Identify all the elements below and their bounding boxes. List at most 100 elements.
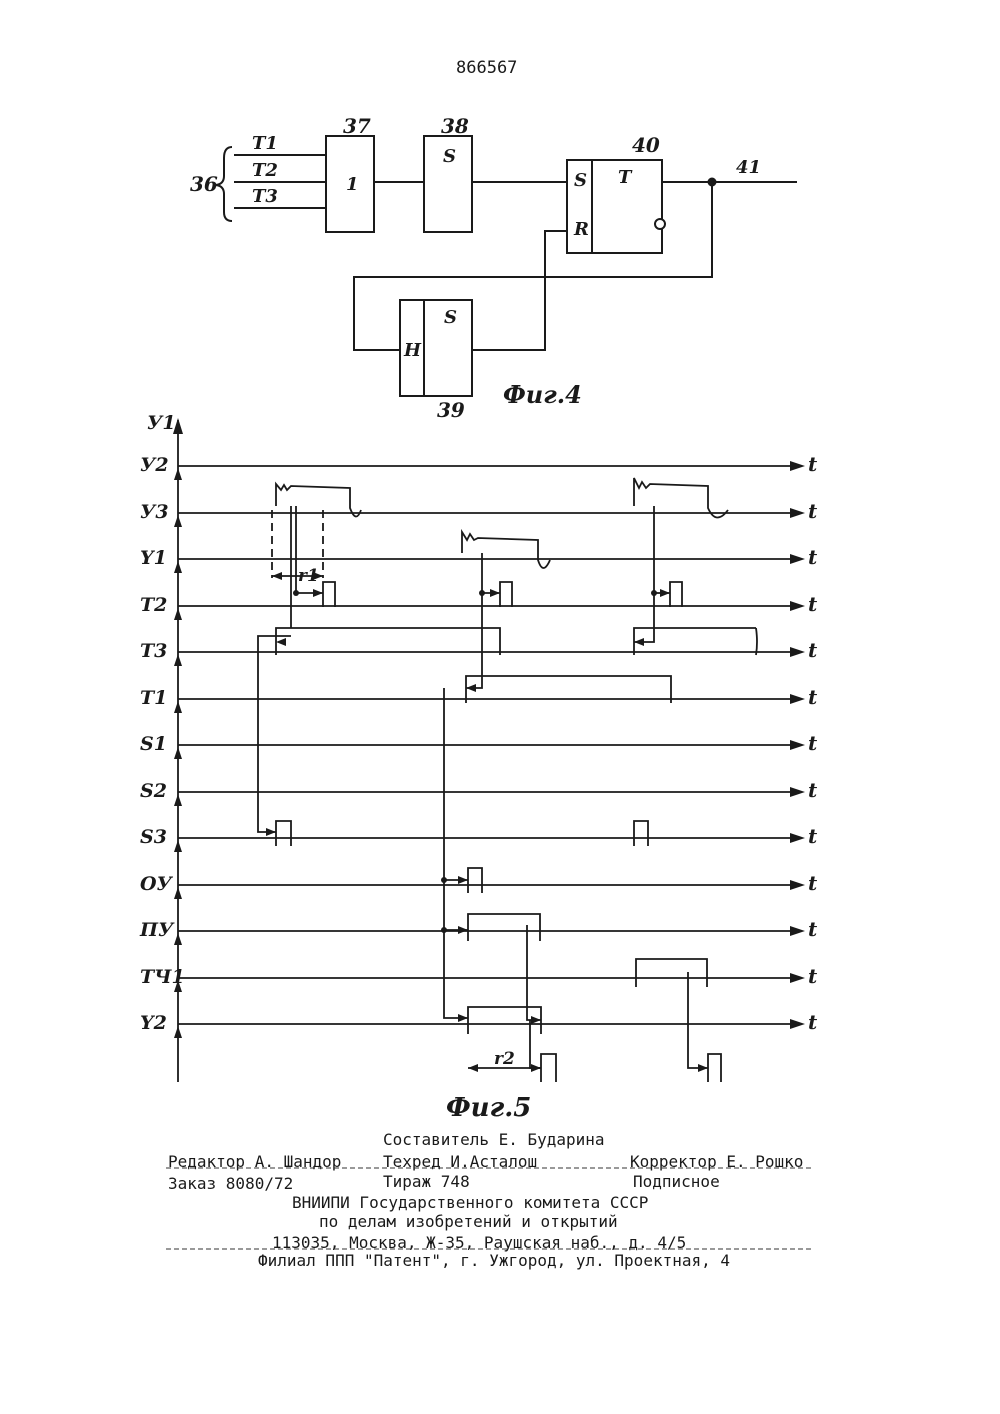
page-number: 866567 [456, 58, 517, 78]
input-label-t2: T2 [252, 160, 278, 181]
level-arrow-icon [174, 654, 182, 666]
signal-label: T3 [140, 640, 167, 662]
pulse-t2-2 [500, 582, 512, 607]
level-tch1 [636, 959, 707, 987]
imprint-corrector: Корректор Е. Рошко [630, 1152, 803, 1171]
time-arrow-icon [790, 694, 805, 704]
block-39-side: H [404, 340, 421, 361]
fig5-caption: Фиг.5 [446, 1093, 531, 1123]
block-38-number: 38 [441, 114, 469, 138]
wave-u3-event2 [634, 478, 728, 518]
input-label-t1: T1 [252, 133, 278, 154]
level-arrow-icon [174, 933, 182, 945]
time-axis-label: t [808, 545, 817, 569]
block-39-number: 39 [437, 398, 465, 422]
time-axis-label: t [808, 1010, 817, 1034]
level-arrow-icon [174, 887, 182, 899]
signal-label: S1 [140, 733, 167, 755]
pulse-t2-3 [670, 582, 682, 607]
time-axis-label: t [808, 778, 817, 802]
block-40-symbol: T [618, 167, 631, 188]
time-axis-label: t [808, 731, 817, 755]
block-40-reset: R [574, 219, 589, 240]
imprint-subscription: Подписное [633, 1172, 720, 1191]
link-tch1-bottom [688, 972, 708, 1068]
time-arrow-icon [790, 647, 805, 657]
output-label-41: 41 [736, 157, 761, 178]
level-arrow-icon [174, 747, 182, 759]
link-t3-s3 [258, 636, 291, 832]
signal-label: S2 [140, 780, 167, 802]
imprint-branch: Филиал ППП "Патент", г. Ужгород, ул. Про… [258, 1251, 730, 1270]
imprint-order: Заказ 8080/72 [168, 1174, 293, 1193]
time-axis-label: t [808, 499, 817, 523]
pulse-ou [468, 868, 482, 893]
time-axis-label: t [808, 964, 817, 988]
time-arrow-icon [790, 554, 805, 564]
time-arrow-icon [790, 1019, 805, 1029]
link-y2-bottom [530, 1020, 541, 1068]
feedback-line [354, 182, 712, 350]
time-arrow-icon [790, 926, 805, 936]
time-axis-label: t [808, 824, 817, 848]
signal-label: ПУ [140, 919, 173, 941]
interval-label-r1: r1 [298, 566, 319, 586]
block-39-symbol: S [444, 307, 457, 328]
block-37-symbol: 1 [346, 174, 359, 195]
block-37-number: 37 [343, 114, 371, 138]
block-40-number: 40 [632, 133, 660, 157]
pulse-t2-1 [323, 582, 335, 607]
time-axis-label: t [808, 871, 817, 895]
bus-label-36: 36 [190, 172, 218, 196]
fig5-top-label: У1 [147, 412, 176, 434]
imprint-techred: Техред И.Асталош [383, 1152, 537, 1171]
time-arrow-icon [790, 508, 805, 518]
bus-brace [216, 147, 232, 221]
inverted-output [655, 219, 665, 229]
level-y2 [468, 1007, 541, 1034]
level-t3-1 [276, 628, 500, 655]
block-40-set: S [574, 170, 587, 191]
level-arrow-icon [174, 608, 182, 620]
signal-label: У3 [140, 501, 169, 523]
level-t3-2 [634, 628, 756, 655]
imprint-org1: ВНИИПИ Государственного комитета СССР [292, 1193, 648, 1212]
signal-label: Y1 [140, 547, 167, 569]
wave-u3-event1 [276, 484, 361, 517]
signal-label: ТЧ1 [140, 966, 185, 988]
time-axis-label: t [808, 638, 817, 662]
time-arrow-icon [790, 787, 805, 797]
time-arrow-icon [790, 880, 805, 890]
signal-label: S3 [140, 826, 167, 848]
block-38-symbol: S [443, 146, 456, 167]
pulse-bottom-1 [541, 1054, 556, 1082]
imprint-editor: Редактор А. Шандор [168, 1152, 341, 1171]
signal-label: T2 [140, 594, 167, 616]
time-arrow-icon [790, 833, 805, 843]
time-arrow-icon [790, 740, 805, 750]
level-arrow-icon [174, 840, 182, 852]
time-arrow-icon [790, 973, 805, 983]
wave-y1 [462, 532, 550, 568]
fig4-caption: Фиг.4 [503, 380, 582, 409]
time-arrow-icon [790, 601, 805, 611]
imprint-address: 113035, Москва, Ж-35, Раушская наб., д. … [272, 1233, 686, 1252]
input-label-t3: T3 [252, 186, 278, 207]
level-arrow-icon [174, 561, 182, 573]
time-axis-label: t [808, 685, 817, 709]
reset-line [472, 231, 567, 350]
imprint-org2: по делам изобретений и открытий [319, 1212, 618, 1231]
imprint-circulation: Тираж 748 [383, 1172, 470, 1191]
level-arrow-icon [174, 1026, 182, 1038]
signal-label: T1 [140, 687, 167, 709]
time-axis-label: t [808, 917, 817, 941]
signal-label: Y2 [140, 1012, 167, 1034]
signal-label: У2 [140, 454, 169, 476]
pulse-bottom-2 [708, 1054, 721, 1082]
level-arrow-icon [174, 701, 182, 713]
link-y1-t1 [466, 553, 482, 688]
time-axis-label: t [808, 452, 817, 476]
pulse-s3-2 [634, 821, 648, 846]
level-arrow-icon [174, 468, 182, 480]
link-t1-down [444, 688, 468, 1018]
